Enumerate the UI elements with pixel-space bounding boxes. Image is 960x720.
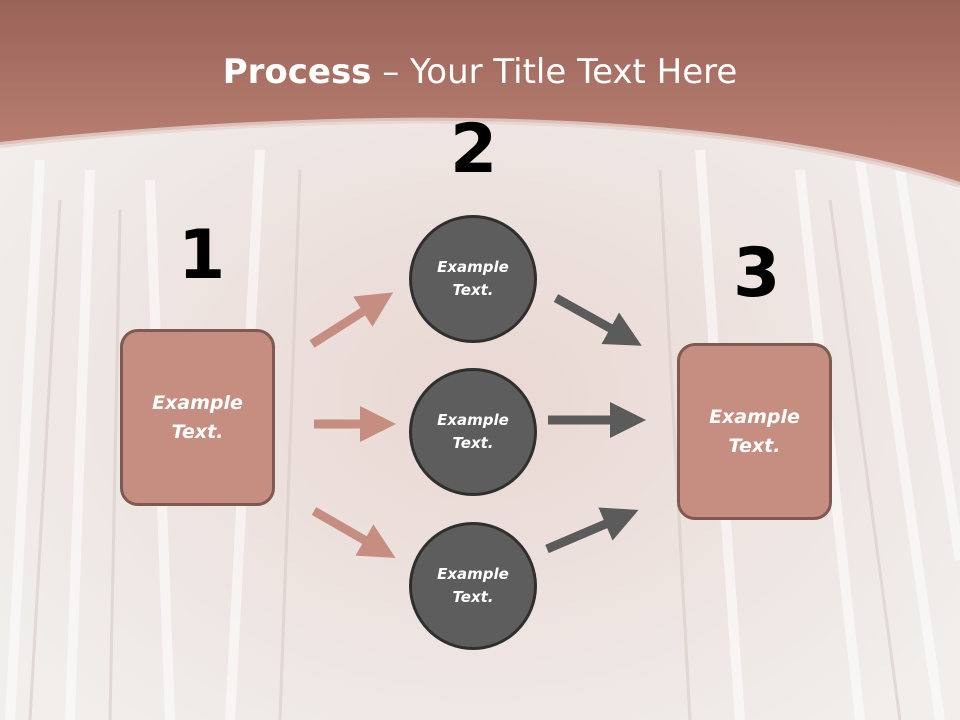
- circle-2: Example Text.: [409, 368, 537, 496]
- circle-1-text: Example Text.: [437, 257, 509, 299]
- title-bold: Process: [222, 52, 372, 92]
- step-number-3: 3: [733, 234, 781, 313]
- title-rest: – Your Title Text Here: [371, 52, 738, 92]
- arrow-from-circle-1: [553, 294, 642, 346]
- circle-2-text: Example Text.: [437, 410, 509, 452]
- step3-text: Example Text.: [709, 406, 800, 457]
- step-number-2: 2: [450, 110, 498, 189]
- arrow-to-circle-3: [311, 507, 396, 558]
- step1-text: Example Text.: [152, 392, 243, 443]
- arrow-to-circle-1: [309, 292, 394, 348]
- circle-3-text: Example Text.: [437, 564, 509, 606]
- step-number-1: 1: [178, 216, 226, 295]
- step1-box: Example Text.: [120, 329, 275, 506]
- circle-3: Example Text.: [409, 522, 537, 650]
- header-band: [0, 0, 960, 185]
- circle-1: Example Text.: [409, 215, 537, 343]
- arrow-from-circle-3: [545, 507, 639, 554]
- step3-box: Example Text.: [677, 343, 832, 520]
- slide-title: Process – Your Title Text Here: [0, 52, 960, 92]
